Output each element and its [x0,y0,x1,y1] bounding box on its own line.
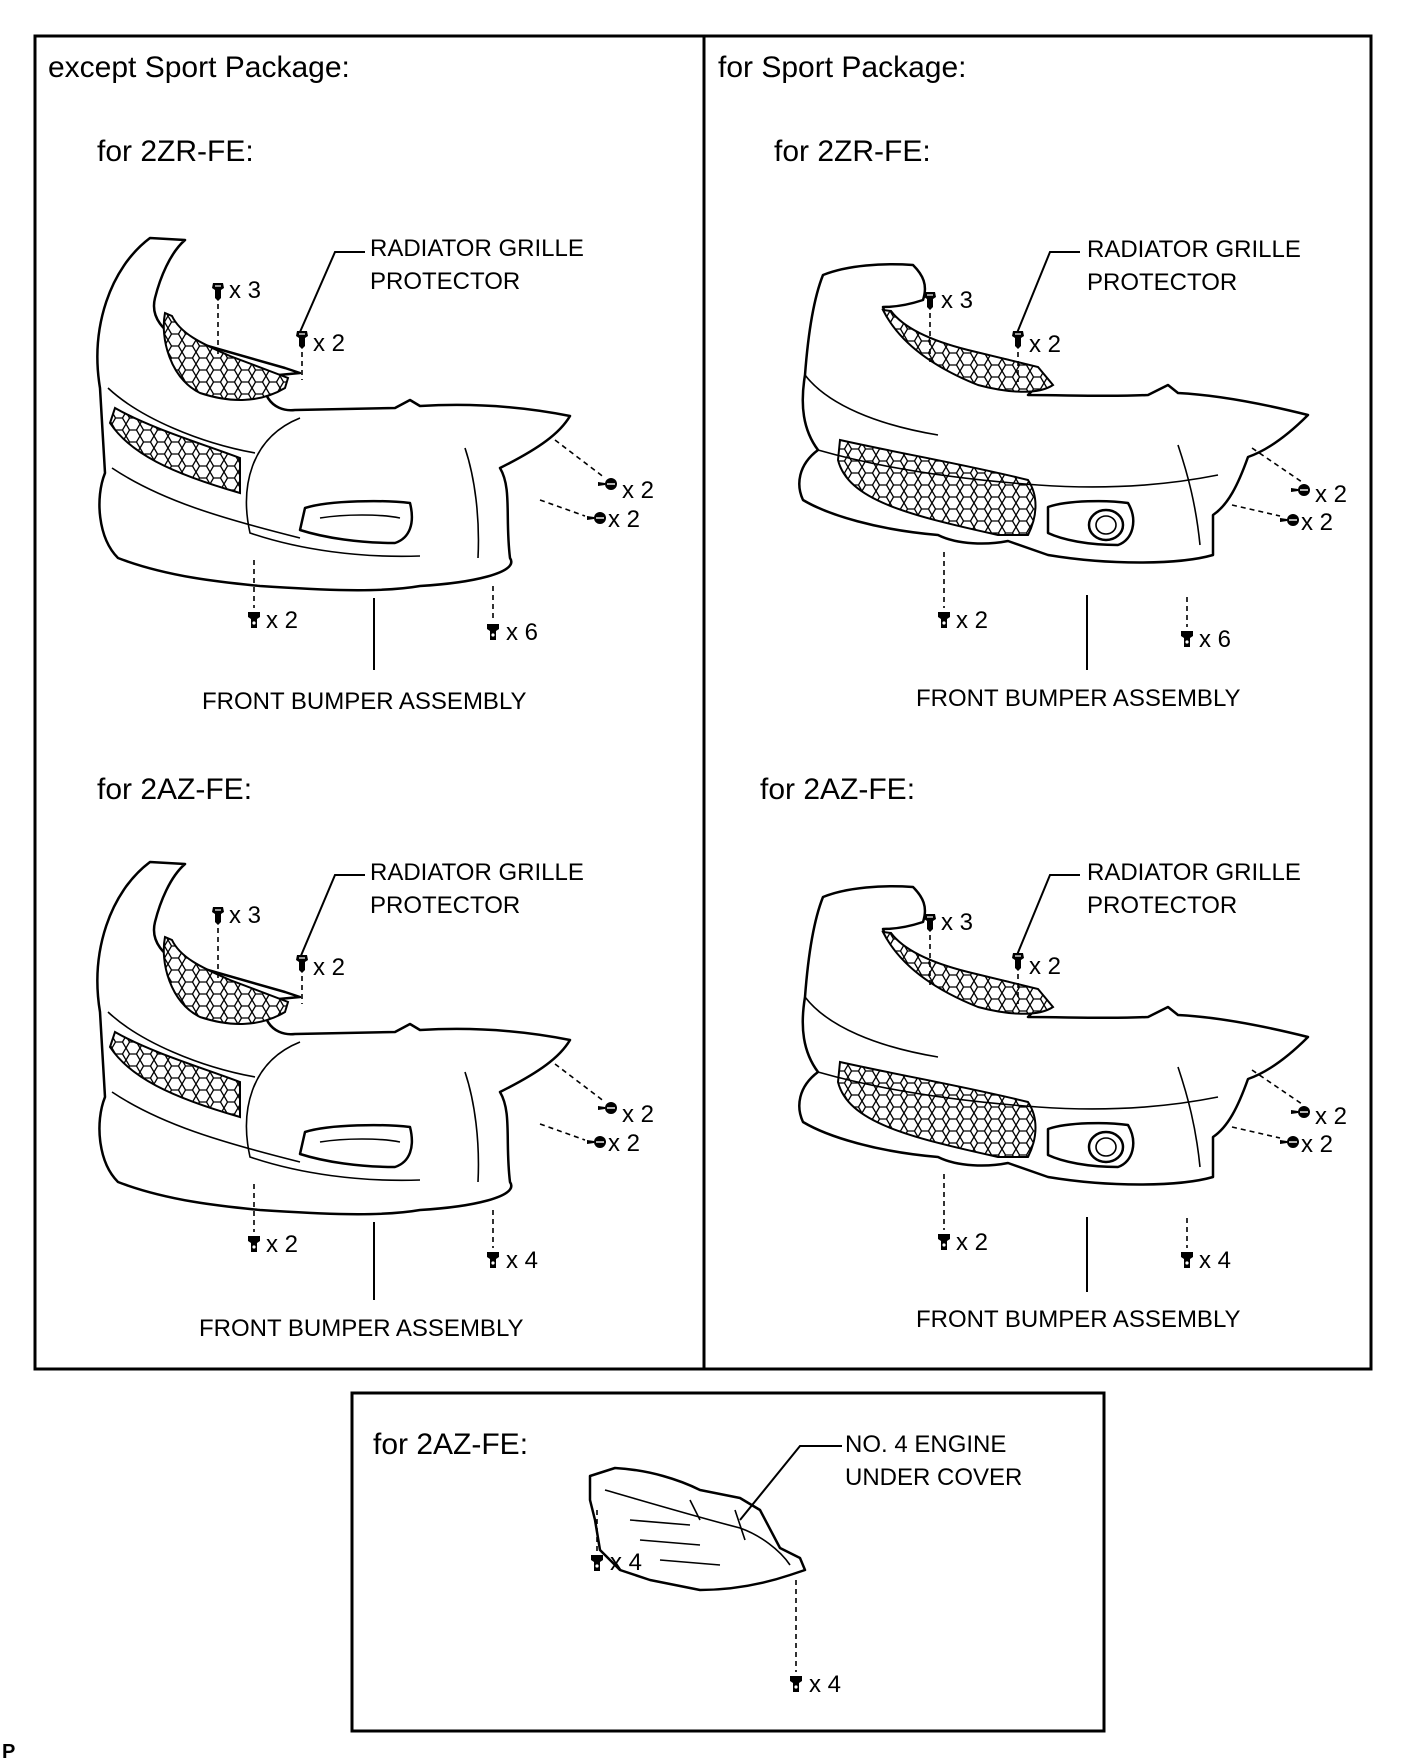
clip-icon [1011,952,1025,972]
count-grille-clip: x 2 [1029,331,1061,358]
pin-icon [487,624,499,640]
screw-icon [597,1101,618,1115]
pin-icon [248,612,260,628]
bumper-label: FRONT BUMPER ASSEMBLY [916,685,1241,712]
screw-icon [586,511,607,525]
pin-icon [1181,631,1193,647]
count-left-clip: x 4 [610,1549,642,1576]
grille-leader [299,874,365,959]
grille-label-line2: PROTECTOR [370,268,520,295]
heading-2zr: for 2ZR-FE: [97,135,254,168]
clip-icon [923,913,937,933]
count-bottom-left: x 2 [956,607,988,634]
diagram-sport-2zr: for 2ZR-FE: RADIATOR GRILLE PROTECTOR x … [774,135,1347,712]
count-side-clip: x 2 [622,477,654,504]
count-bottom-right: x 6 [506,619,538,646]
count-top-clip: x 3 [229,277,261,304]
count-side-screw: x 2 [1301,509,1333,536]
pin-icon [938,612,950,628]
count-bottom-left: x 2 [266,607,298,634]
under-cover-heading: for 2AZ-FE: [373,1428,528,1461]
clip-icon [295,330,309,350]
under-cover-leader [739,1445,842,1521]
screw-icon [1290,483,1311,497]
diagram-under-cover: for 2AZ-FE: NO. 4 ENGINE UNDER COVER x 4… [373,1428,1022,1698]
count-bottom-left: x 2 [266,1231,298,1258]
heading-2zr: for 2ZR-FE: [774,135,931,168]
count-top-clip: x 3 [941,909,973,936]
pin-icon [487,1252,499,1268]
sport-title: for Sport Package: [718,51,966,84]
diagram-except-sport-2zr: for 2ZR-FE: RADIATOR GRILLE PROTECTOR x … [96,135,654,715]
grille-label-line2: PROTECTOR [1087,269,1237,296]
heading-2az: for 2AZ-FE: [760,773,915,806]
grille-label-line1: RADIATOR GRILLE [1087,236,1301,263]
screw-icon [586,1135,607,1149]
count-bottom-left: x 2 [956,1229,988,1256]
bumper-label: FRONT BUMPER ASSEMBLY [202,688,527,715]
grille-label-line1: RADIATOR GRILLE [370,235,584,262]
pin-icon [790,1676,802,1692]
grille-leader [1016,874,1080,956]
count-top-clip: x 3 [229,902,261,929]
under-cover-label-line2: UNDER COVER [845,1464,1022,1491]
diagram-except-sport-2az: for 2AZ-FE: RADIATOR GRILLE PROTECTOR x … [96,773,654,1342]
count-side-clip: x 2 [1315,481,1347,508]
screw-icon [1279,1135,1300,1149]
count-bottom-clip: x 4 [809,1671,841,1698]
under-cover-frame [350,1391,1106,1733]
under-cover-illustration [588,1466,807,1592]
front-bumper-illustration [798,885,1310,1186]
grille-leader [299,251,365,333]
grille-label-line1: RADIATOR GRILLE [370,859,584,886]
pin-icon [248,1236,260,1252]
count-bottom-right: x 4 [1199,1247,1231,1274]
except-sport-title: except Sport Package: [48,51,350,84]
bumper-label: FRONT BUMPER ASSEMBLY [199,1315,524,1342]
screw-icon [597,477,618,491]
count-side-clip: x 2 [1315,1103,1347,1130]
right-panel-frame [702,34,1373,1371]
under-cover-label-line1: NO. 4 ENGINE [845,1431,1006,1458]
heading-2az: for 2AZ-FE: [97,773,252,806]
diagram-sport-2az: for 2AZ-FE: RADIATOR GRILLE PROTECTOR x … [760,773,1347,1333]
count-side-screw: x 2 [608,1130,640,1157]
pin-icon [1181,1252,1193,1268]
clip-icon [211,282,225,302]
count-side-screw: x 2 [608,506,640,533]
count-bottom-right: x 4 [506,1247,538,1274]
count-top-clip: x 3 [941,287,973,314]
bumper-label: FRONT BUMPER ASSEMBLY [916,1306,1241,1333]
count-grille-clip: x 2 [313,330,345,357]
screw-icon [1290,1105,1311,1119]
grille-leader [1016,251,1080,334]
count-side-clip: x 2 [622,1101,654,1128]
clip-icon [1011,330,1025,350]
grille-label-line2: PROTECTOR [370,892,520,919]
clip-icon [295,954,309,974]
screw-icon [1279,513,1300,527]
count-side-screw: x 2 [1301,1131,1333,1158]
count-grille-clip: x 2 [313,954,345,981]
pin-icon [591,1555,603,1571]
grille-label-line2: PROTECTOR [1087,892,1237,919]
count-grille-clip: x 2 [1029,953,1061,980]
pin-icon [938,1234,950,1250]
grille-label-line1: RADIATOR GRILLE [1087,859,1301,886]
clip-icon [211,906,225,926]
corner-mark: P [2,1741,15,1763]
count-bottom-right: x 6 [1199,626,1231,653]
clip-icon [923,291,937,311]
front-bumper-illustration [798,263,1310,564]
